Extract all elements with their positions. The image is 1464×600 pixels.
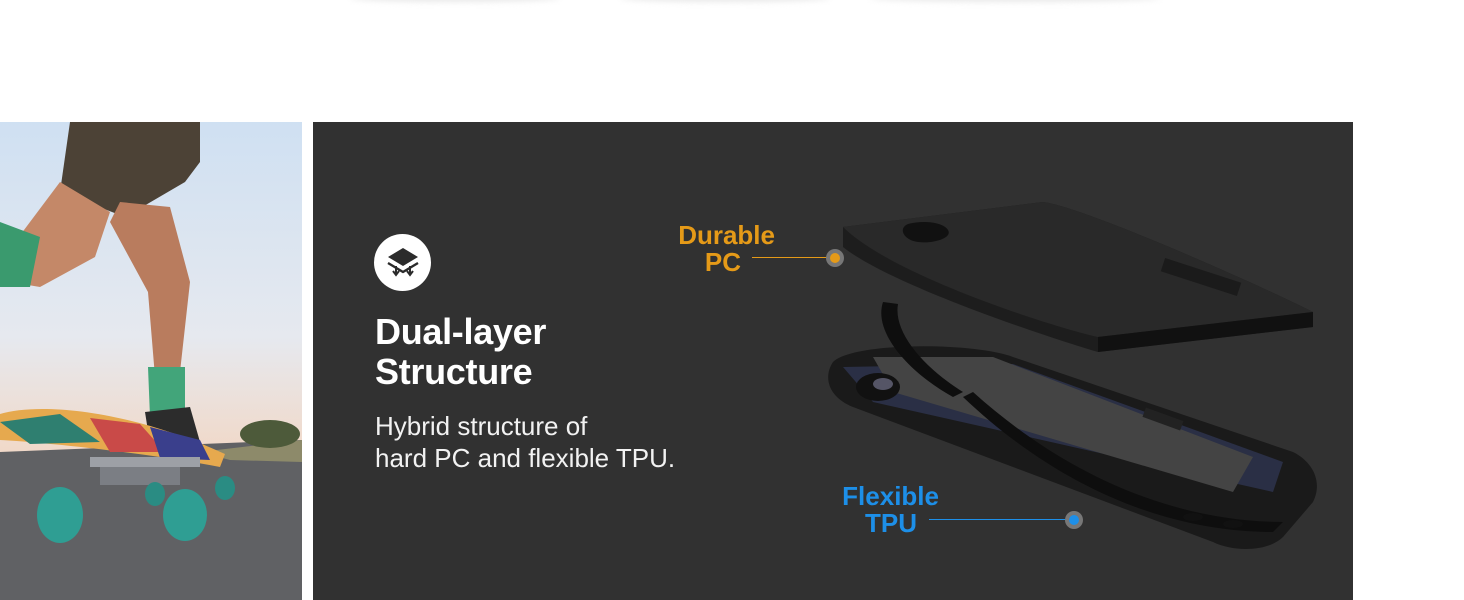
layers-icon (374, 234, 431, 291)
feature-title-line: Structure (375, 351, 533, 392)
flexible-tpu-callout: Flexible TPU (805, 483, 939, 537)
skateboard-lifestyle-photo (0, 122, 302, 600)
feature-description-line: Hybrid structure of (375, 411, 588, 441)
callout-text: Flexible (842, 481, 939, 511)
durable-pc-callout: Durable PC (641, 222, 775, 276)
feature-title: Dual-layer Structure (375, 312, 735, 392)
tpu-callout-marker (1065, 511, 1083, 529)
feature-description: Hybrid structure of hard PC and flexible… (375, 410, 795, 474)
callout-text: Durable (678, 220, 775, 250)
callout-text: PC (704, 247, 741, 277)
callout-text: TPU (865, 508, 917, 538)
tpu-leader-line (929, 519, 1074, 520)
feature-description-line: hard PC and flexible TPU. (375, 443, 676, 473)
upper-section-shadow (350, 0, 560, 2)
skateboarder-illustration (0, 122, 302, 600)
dual-layer-feature-panel: Dual-layer Structure Hybrid structure of… (313, 122, 1353, 600)
feature-title-line: Dual-layer (375, 311, 547, 352)
upper-section-shadow (620, 0, 830, 2)
phone-case-illustration (828, 202, 1317, 549)
pc-callout-marker (826, 249, 844, 267)
pc-leader-line (752, 257, 834, 258)
upper-section-shadow (870, 0, 1160, 2)
